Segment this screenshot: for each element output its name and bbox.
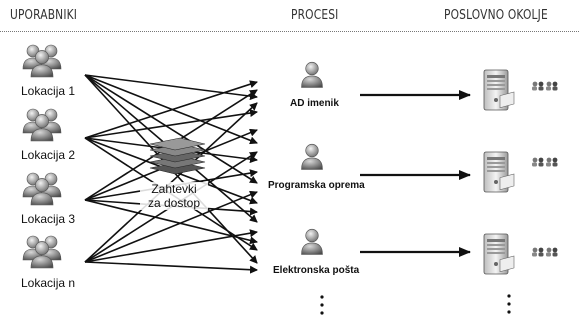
header-divider	[0, 31, 579, 32]
process-label: Elektronska pošta	[273, 265, 360, 276]
user-group-icon	[532, 247, 558, 257]
location-label: Lokacija 1	[21, 84, 76, 98]
requests-label-line2: za dostop	[147, 196, 201, 210]
user-group-icon	[23, 109, 61, 141]
user-group-icon	[532, 81, 558, 91]
location-label: Lokacija n	[21, 276, 76, 290]
ellipsis-dots	[320, 295, 324, 315]
process-label: AD imenik	[290, 98, 339, 109]
person-icon	[301, 143, 323, 170]
user-group-icon	[23, 45, 61, 77]
user-group-icon	[23, 173, 61, 205]
server-tower-icon	[483, 151, 515, 193]
location-label: Lokacija 3	[21, 212, 76, 226]
user-group-icon	[532, 157, 558, 167]
person-icon	[301, 228, 323, 255]
header-processes: PROCESI	[291, 8, 339, 23]
process-label: Programska oprema	[268, 180, 365, 191]
ellipsis-dots	[507, 294, 511, 314]
user-group-icon	[23, 236, 61, 268]
server-tower-icon	[483, 69, 515, 111]
location-label: Lokacija 2	[21, 148, 76, 162]
requests-label-line1: Zahtevki	[151, 182, 197, 196]
person-icon	[301, 61, 323, 88]
header-business: POSLOVNO OKOLJE	[444, 8, 548, 23]
requests-label: Zahtevki za dostop	[140, 182, 208, 210]
server-stack-icon	[149, 137, 206, 175]
server-tower-icon	[483, 233, 515, 275]
process-arrows	[360, 90, 471, 257]
header-users: UPORABNIKI	[10, 8, 78, 23]
